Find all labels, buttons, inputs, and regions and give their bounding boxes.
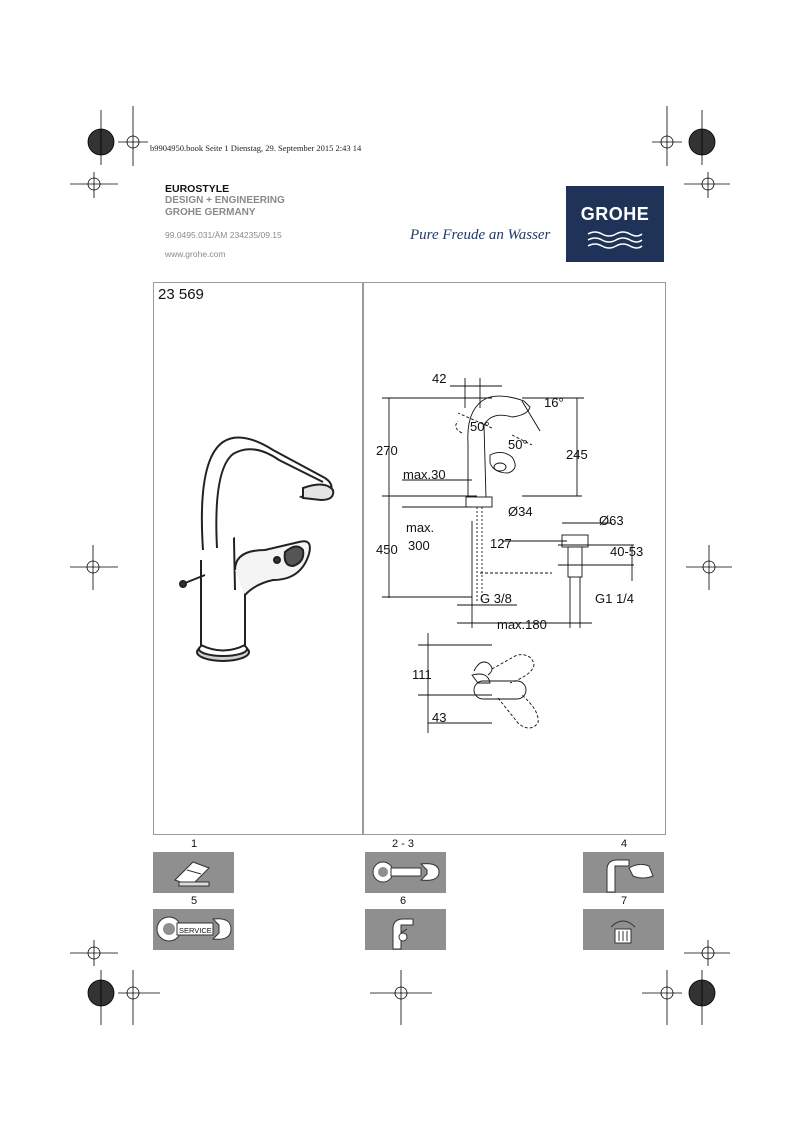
- file-info-line: b9904950.book Seite 1 Dienstag, 29. Sept…: [150, 143, 362, 153]
- slogan: Pure Freude an Wasser: [410, 227, 551, 243]
- dim-270: 270: [376, 443, 398, 458]
- icon-number-4: 4: [620, 838, 628, 850]
- dim-g38: G 3/8: [480, 591, 512, 606]
- dim-42: 42: [432, 371, 446, 386]
- dim-111: 111: [412, 667, 432, 682]
- service-wrench-icon[interactable]: SERVICE: [153, 909, 234, 950]
- dim-o34: Ø34: [508, 504, 533, 519]
- icon-number-7: 7: [620, 895, 628, 907]
- dim-g114: G1 1/4: [595, 591, 634, 606]
- icon-number-5: 5: [190, 895, 198, 907]
- dim-50-deg-b: 50°: [508, 437, 528, 452]
- dim-16-deg: 16°: [544, 395, 564, 410]
- dim-43: 43: [432, 710, 446, 725]
- icon-number-6: 6: [399, 895, 407, 907]
- service-label: SERVICE: [179, 926, 212, 935]
- grohe-logo: GROHE: [566, 186, 664, 262]
- wave-icon: [587, 231, 643, 249]
- logo-text: GROHE: [580, 204, 650, 224]
- dim-max30: max.30: [403, 467, 446, 482]
- dimension-drawing: 42 16° 50° 50° 270 245 max.30 Ø34 Ø63 ma…: [376, 371, 643, 733]
- faucet-hand-icon[interactable]: [583, 852, 664, 893]
- design-line: DESIGN + ENGINEERING: [165, 195, 285, 206]
- dim-max: max.: [406, 520, 434, 535]
- product-number: 23 569: [158, 286, 204, 303]
- dim-o63: Ø63: [599, 513, 624, 528]
- icon-number-1: 1: [190, 838, 198, 850]
- wrench-icon[interactable]: [365, 852, 446, 893]
- dim-127: 127: [490, 536, 512, 551]
- cartridge-icon[interactable]: [365, 909, 446, 950]
- dim-450: 450: [376, 542, 398, 557]
- document-number: 99.0495.031/ÄM 234235/09.15: [165, 230, 282, 240]
- series-name: EUROSTYLE: [165, 183, 230, 195]
- faucet-illustration: [179, 436, 335, 662]
- dim-245: 245: [566, 447, 588, 462]
- dimension-panel: [362, 282, 666, 835]
- dim-50-deg-a: 50°: [470, 419, 490, 434]
- dim-40-53: 40-53: [610, 544, 643, 559]
- website-link[interactable]: www.grohe.com: [165, 249, 226, 259]
- manual-icon[interactable]: [153, 852, 234, 893]
- company-line: GROHE GERMANY: [165, 207, 256, 218]
- product-panel: [153, 282, 364, 835]
- cleaning-icon[interactable]: [583, 909, 664, 950]
- dim-max180: max.180: [497, 617, 547, 632]
- dim-300: 300: [408, 538, 430, 553]
- icon-number-2-3: 2 - 3: [391, 838, 414, 850]
